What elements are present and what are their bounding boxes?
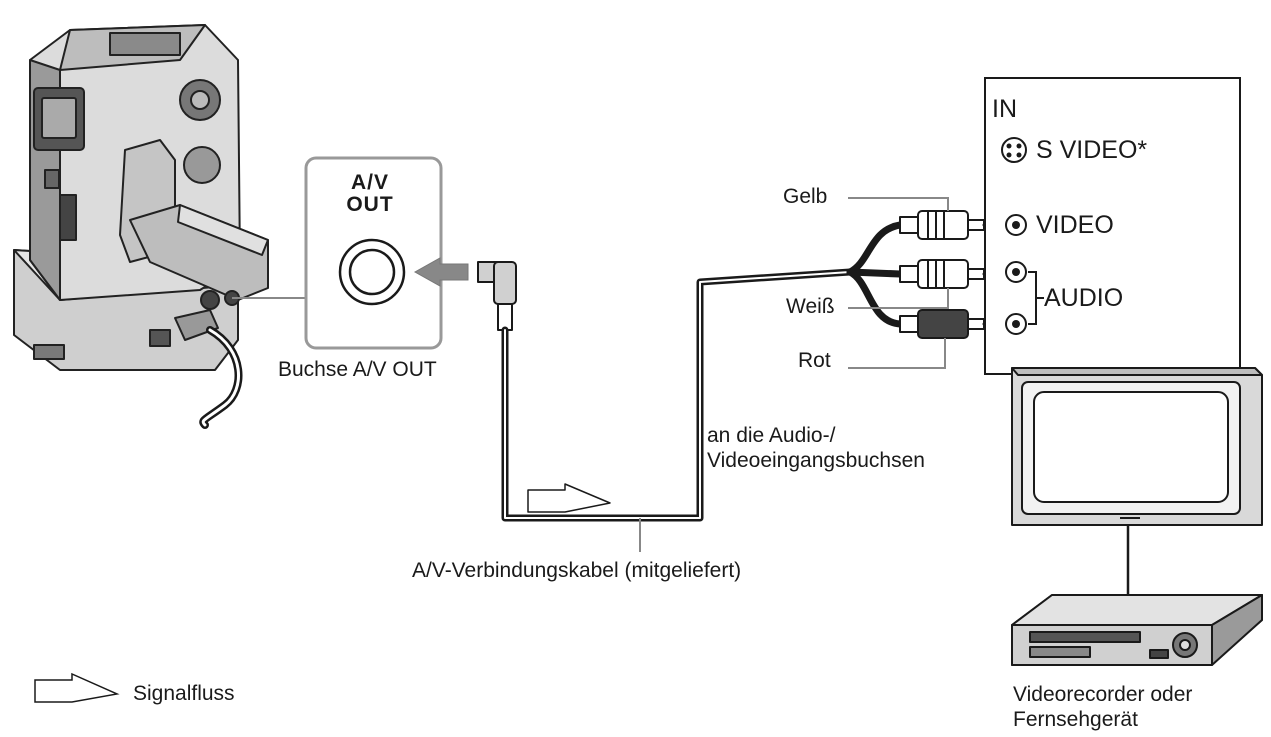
legend-arrow-icon [34, 672, 120, 703]
av-out-jack-panel [304, 156, 469, 350]
input-panel-heading: IN [992, 95, 1017, 123]
input-panel [984, 77, 1241, 375]
label-white: Weiß [786, 295, 835, 318]
av-out-title-line2: OUT [346, 193, 394, 216]
signal-flow-arrow-icon [527, 483, 611, 513]
video-jack-icon [1005, 214, 1027, 236]
jack-caption: Buchse A/V OUT [278, 358, 437, 381]
insert-arrow-icon [413, 257, 469, 287]
inputs-caption-line1: an die Audio-/ [707, 424, 836, 447]
label-yellow: Gelb [783, 185, 828, 208]
device-caption: Videorecorder oder Fernsehgerät [1013, 682, 1192, 732]
av-out-jack-inner [348, 248, 396, 296]
svideo-label: S VIDEO* [1036, 136, 1148, 164]
label-leader-lines [639, 197, 949, 552]
vcr-illustration [1011, 594, 1263, 666]
inputs-caption: an die Audio-/ Videoeingangsbuchsen [707, 423, 925, 473]
device-caption-line1: Videorecorder oder [1013, 683, 1193, 706]
svideo-jack-icon [1001, 137, 1027, 163]
label-red: Rot [798, 349, 831, 372]
av-out-title-line1: A/V [350, 171, 389, 194]
legend-label: Signalfluss [133, 682, 235, 705]
av-out-jack-title: A/V OUT [320, 172, 420, 216]
video-label: VIDEO [1036, 211, 1114, 239]
audio-label: AUDIO [1044, 284, 1124, 312]
camcorder-illustration [13, 24, 269, 429]
inputs-caption-line2: Videoeingangsbuchsen [707, 449, 925, 472]
cable-caption: A/V-Verbindungskabel (mitgeliefert) [412, 559, 742, 582]
device-caption-line2: Fernsehgerät [1013, 708, 1138, 731]
audio-jack-icon [1005, 261, 1044, 335]
av-cable [477, 210, 1002, 522]
television-illustration [1011, 367, 1263, 526]
